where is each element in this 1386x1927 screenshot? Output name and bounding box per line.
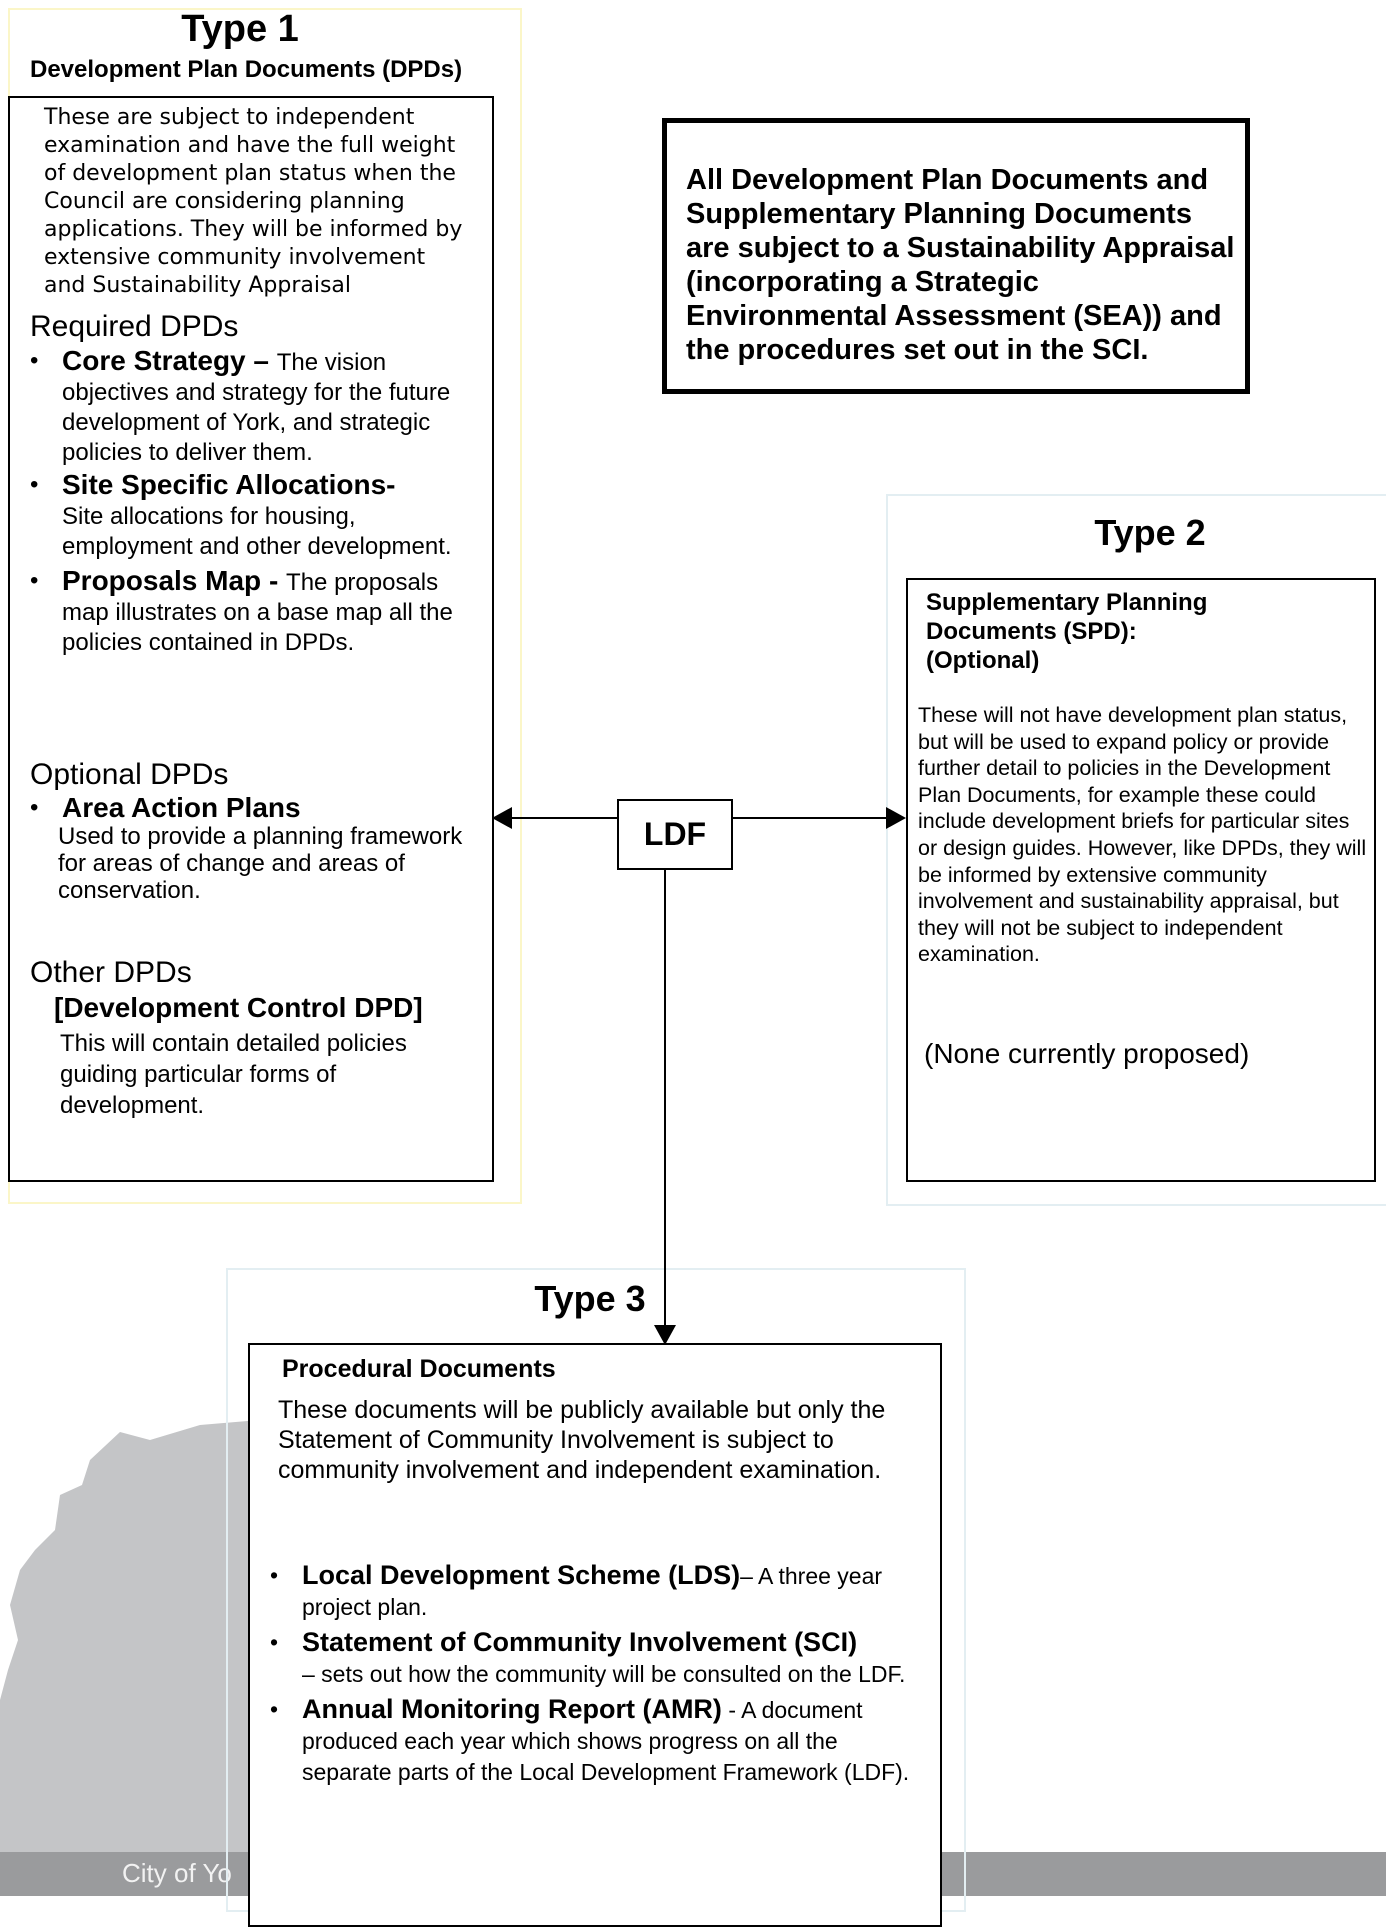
type3-intro: These documents will be publicly availab… bbox=[278, 1396, 886, 1484]
arrowhead-down bbox=[654, 1325, 676, 1345]
type1-box: These are subject to independent examina… bbox=[8, 96, 494, 1182]
list-item: Proposals Map - The proposals map illust… bbox=[30, 566, 470, 658]
type2-box: Supplementary Planning Documents (SPD): … bbox=[906, 578, 1376, 1182]
other-dpds-heading: Other DPDs bbox=[30, 956, 192, 989]
ldf-node: LDF bbox=[617, 799, 733, 870]
background-map-shape bbox=[0, 1420, 260, 1860]
sea-note-box bbox=[662, 118, 1250, 394]
type2-heading: Supplementary Planning Documents (SPD): … bbox=[926, 589, 1208, 674]
footer-text: City of Yo bbox=[122, 1858, 232, 1888]
type1-subtitle: Development Plan Documents (DPDs) bbox=[30, 56, 463, 83]
optional-dpds-heading: Optional DPDs bbox=[30, 758, 229, 791]
ldf-label: LDF bbox=[643, 816, 707, 852]
type2-title: Type 2 bbox=[1094, 512, 1206, 553]
other-dpd-name: [Development Control DPD] bbox=[54, 992, 423, 1023]
type3-title: Type 3 bbox=[534, 1278, 646, 1319]
arrowhead-right bbox=[886, 807, 906, 829]
type2-note: (None currently proposed) bbox=[924, 1038, 1250, 1069]
sea-note-text: All Development Plan Documents and Suppl… bbox=[686, 164, 1235, 366]
required-dpds-heading: Required DPDs bbox=[30, 310, 239, 343]
list-item: Core Strategy – The vision objectives an… bbox=[30, 346, 470, 468]
list-item: Site Specific Allocations-Site allocatio… bbox=[30, 470, 470, 562]
list-item: Local Development Scheme (LDS)– A three … bbox=[270, 1560, 930, 1623]
type2-frame bbox=[886, 494, 1386, 1206]
list-item: Statement of Community Involvement (SCI)… bbox=[270, 1627, 930, 1690]
type1-intro: These are subject to independent examina… bbox=[44, 105, 463, 298]
arrowhead-left bbox=[492, 807, 512, 829]
type2-body: These will not have development plan sta… bbox=[918, 703, 1367, 967]
type3-list: Local Development Scheme (LDS)– A three … bbox=[270, 1560, 930, 1788]
type3-box: Procedural Documents These documents wil… bbox=[248, 1343, 942, 1927]
type1-title: Type 1 bbox=[181, 8, 299, 50]
required-dpds-list: Core Strategy – The vision objectives an… bbox=[30, 346, 470, 658]
type3-heading: Procedural Documents bbox=[282, 1355, 556, 1383]
other-dpd-desc: This will contain detailed policies guid… bbox=[60, 1030, 407, 1119]
list-item: Annual Monitoring Report (AMR) - A docum… bbox=[270, 1694, 930, 1788]
